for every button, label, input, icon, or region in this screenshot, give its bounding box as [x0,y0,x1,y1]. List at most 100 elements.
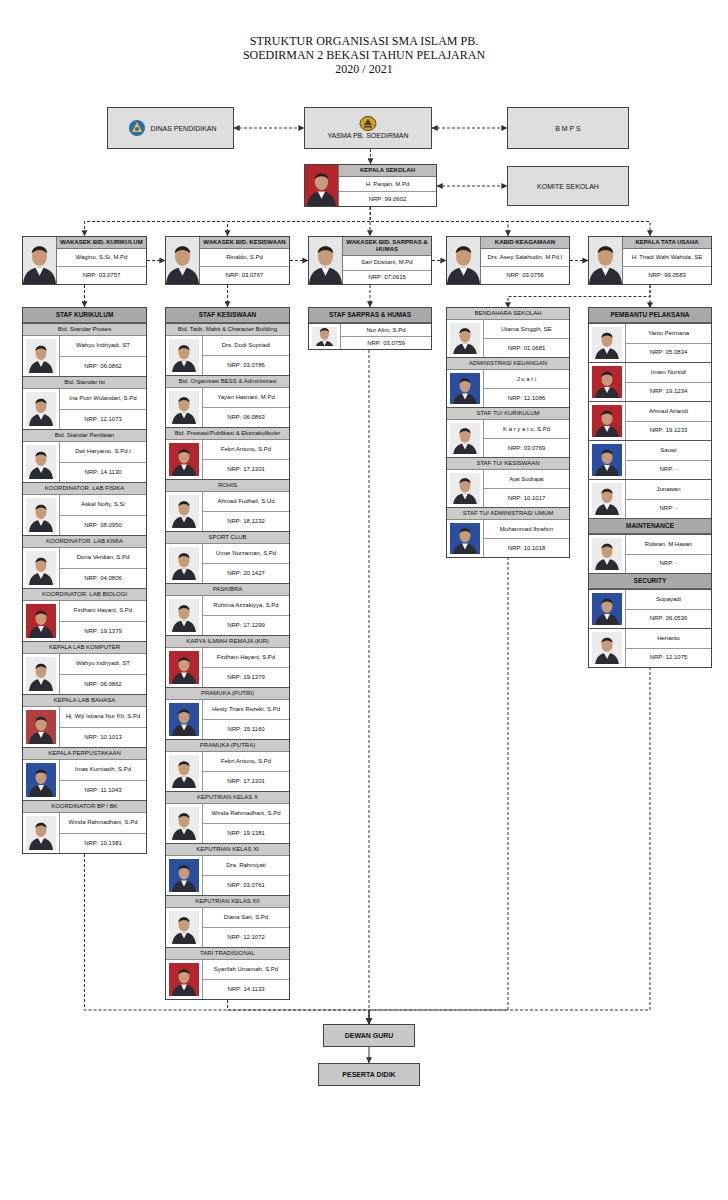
unit-label: DEWAN GURU [345,1031,394,1040]
entry-body: Ina Putri Wulandari, S.PdNRP: 12.1073 [23,389,146,429]
name-panel: Umar Nurzaman, S.PdNRP: 20.1427 [202,544,289,583]
name-panel: Ajat SudrajatNRP: 10.1017 [483,470,569,507]
portrait-photo [450,523,480,554]
person-name: Umar Nurzaman, S.Pd [203,544,289,563]
portrait-photo [450,473,480,504]
entry-body: Imas Kurniasih, S.PdNRP: 11.1043 [23,760,146,800]
person-name: Hj. Wiji Istiana Nur Kh, S.Pd [60,707,146,727]
portrait-photo [592,405,622,437]
staff-entry: PRAMUKA (PUTRA)Febri Antono, S.PdNRP: 17… [166,739,289,791]
person-name: Sauwi [626,441,711,460]
portrait-photo [26,551,56,585]
staff-number: NRP: 08.0950 [60,515,146,536]
role-title: SPORT CLUB [166,532,289,544]
staff-entry: BENDAHARA SEKOLAHUtama Singgih, SENRP: 0… [447,308,569,357]
portrait-photo [169,911,199,944]
name-panel: SauwiNRP: - [625,441,711,479]
name-panel: Dwi Haryanto, S.Pd.INRP: 14.1130 [59,442,146,482]
leader-card: KABID KEAGAMAANDrs. Asep Salahudin, M.Pd… [446,236,570,285]
portrait-photo [169,859,199,892]
staff-group: STAF KESISWAANBid. Tatib, Mabit & Charac… [165,307,290,1000]
unit-box: KOMITE SEKOLAH [507,166,629,206]
staff-entry: KOORDINATOR. LAB BIOLOGIFirdhani Hayani,… [23,588,146,641]
staff-entry: Bid. Standar PenilaianDwi Haryanto, S.Pd… [23,429,146,482]
portrait-photo [450,323,480,354]
person-name: Yanto Permana [626,324,711,343]
unit-box: B M P S [507,107,629,149]
staff-person: JunawanNRP: - [589,479,711,518]
person-name: H. Triadi Wahi Wahida, SE [623,249,711,266]
leader-card: KEPALA TATA USAHAH. Triadi Wahi Wahida, … [588,236,712,285]
staff-entry: PRAMUKA (PUTRI)Hesty Triani Rezeki, S.Pd… [166,687,289,739]
foundation-logo [359,116,377,131]
person-name: Sari Dostiani, M.Pd [343,256,431,270]
entry-body: Umar Nurzaman, S.PdNRP: 20.1427 [166,544,289,583]
role-title: KARYA ILMIAH REMAJA (KIR) [166,636,289,648]
staff-entry: Bid. Standar ProsesWahyu Indriyadi, STNR… [23,323,146,376]
role-title: KEPALA TATA USAHA [623,237,711,249]
entry-body: Febri Antono, S.PdNRP: 17.1301 [166,440,289,479]
role-title: ROHIS [166,480,289,492]
name-panel: Askal Nofly, S.SiNRP: 08.0950 [59,495,146,535]
portrait-photo [592,632,622,664]
name-panel: Yanto PermanaNRP: 05.0834 [625,324,711,362]
name-panel: Nur Alim, S.PdNRP: 03.0759 [340,324,431,349]
staff-person: Nur Alim, S.PdNRP: 03.0759 [309,323,431,349]
staff-person: SauwiNRP: - [589,440,711,479]
staff-number: NRP: - [626,460,711,480]
staff-entry: KARYA ILMIAH REMAJA (KIR)Firdhani Hayani… [166,635,289,687]
org-connector [437,186,507,187]
staff-group: STAF SARPRAS & HUMASNur Alim, S.PdNRP: 0… [308,307,432,350]
name-panel: Ridwan. M.HasanNRP: - [625,535,711,573]
staff-number: NRP: 03.0767 [200,266,289,284]
person-name: Herianto [626,629,711,648]
portrait-photo [309,237,342,284]
unit-label: KOMITE SEKOLAH [537,182,599,191]
staff-number: NRP: 20.1427 [203,563,289,583]
entry-body: K a r y a t o, S.PdNRP: 03.0769 [447,420,569,457]
staff-person: Yanto PermanaNRP: 05.0834 [589,323,711,362]
staff-number: NRP: 19.1381 [60,833,146,854]
staff-entry: Bid. Standar IsiIna Putri Wulandari, S.P… [23,376,146,429]
entry-body: Drs. Dodi SupriadiNRP: 03.0786 [166,336,289,375]
staff-number: NRP: 10.1018 [484,538,569,557]
portrait-photo [169,755,199,788]
entry-body: Diana Sari, S.PdNRP: 12.1072 [166,908,289,947]
staff-number: NRP: 19.1234 [626,382,711,402]
name-panel: Winda Rahmadhani, S.PdNRP: 19.1381 [59,813,146,853]
org-connector [85,207,371,236]
person-name: Yayan Hasnani, M.Pd [203,388,289,407]
org-connector [371,207,651,236]
role-title: Bid. Prestasi/Publikasi & Ekstrakulikule… [166,428,289,440]
entry-body: Febri Antono, S.PdNRP: 17.1301 [166,752,289,791]
name-panel: J u a r iNRP: 12.1086 [483,370,569,407]
leader-info: WAKASEK BID. KESISWAANRinaldo, S.PdNRP: … [199,237,289,284]
portrait-photo [169,703,199,736]
entry-body: Hesty Triani Rezeki, S.PdNRP: 15.1160 [166,700,289,739]
unit-box: DEWAN GURU [323,1024,415,1047]
person-name: J u a r i [484,370,569,388]
staff-number: NRP: 15.1160 [203,719,289,739]
unit-label: B M P S [555,124,581,133]
person-name: Diana Sari, S.Pd [203,908,289,927]
role-title: PASKIBRA [166,584,289,596]
staff-entry: KEPALA LAB KOMPUTERWahyu Indriyadi, STNR… [23,641,146,694]
staff-number: NRP: 12.1075 [626,648,711,668]
role-title: STAF TU/ ADMINISTRASI UMUM [447,508,569,520]
staff-group: PEMBANTU PELAKSANAYanto PermanaNRP: 05.0… [589,308,711,518]
agency-logo [128,119,146,137]
person-name: Drs. Dodi Supriadi [203,336,289,355]
leader-info: WAKASEK BID. SARPRAS & HUMASSari Dostian… [342,237,431,284]
staff-entry: Bid. Tatib, Mabit & Character BuildingDr… [166,323,289,375]
staff-entry: Bid. Organisasi BESS & AdministrasiYayan… [166,375,289,427]
name-panel: Firdhani Hayani, S.PdNRP: 19.1379 [202,648,289,687]
role-title: TARI TRADISIONAL [166,948,289,960]
entry-body: Muhammad IbrahimNRP: 10.1018 [447,520,569,557]
name-panel: Drs. Dodi SupriadiNRP: 03.0786 [202,336,289,375]
person-name: Ahmad Ariandi [626,402,711,421]
staff-number: NRP: 19.1379 [203,667,289,687]
person-name: Drs. Asep Salahudin, M.Pd.I [481,249,569,266]
role-title: Bid. Standar Isi [23,377,146,389]
entry-body: Winda Rahmadhani, S.PdNRP: 19.1381 [166,804,289,843]
